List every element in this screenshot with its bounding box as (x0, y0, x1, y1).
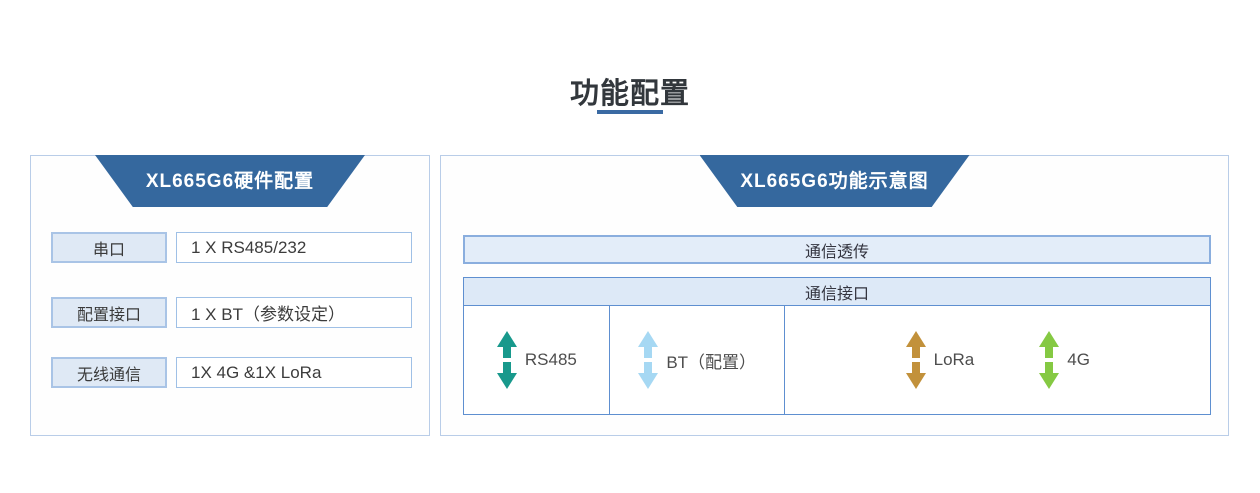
lora-group: LoRa (905, 331, 975, 389)
4g-group: 4G (1038, 331, 1090, 389)
4g-label: 4G (1067, 350, 1090, 369)
rs485-group: RS485 (496, 331, 577, 389)
interface-cell-wireless: LoRa 4G (784, 306, 1210, 414)
interface-table: 通信接口 RS485 (463, 277, 1211, 415)
hardware-row-wireless: 无线通信 1X 4G &1X LoRa (51, 357, 412, 388)
passthrough-bar: 通信透传 (463, 235, 1211, 264)
function-panel-title: XL665G6功能示意图 (740, 170, 929, 192)
lora-label: LoRa (933, 350, 975, 369)
bt-label: BT（配置） (666, 352, 757, 372)
double-vertical-arrow-icon (905, 331, 926, 389)
function-panel-header: XL665G6功能示意图 (699, 155, 970, 207)
double-vertical-arrow-icon (496, 331, 517, 389)
hardware-row-label: 串口 (51, 232, 167, 263)
hardware-row-label: 配置接口 (51, 297, 167, 328)
hardware-row-value: 1X 4G &1X LoRa (176, 357, 412, 388)
double-vertical-arrow-icon (1039, 331, 1060, 389)
hardware-config-panel: XL665G6硬件配置 串口 1 X RS485/232 配置接口 1 X BT… (30, 155, 430, 436)
hardware-row-value: 1 X BT（参数设定） (176, 297, 412, 328)
hardware-row-value: 1 X RS485/232 (176, 232, 412, 263)
hardware-panel-title: XL665G6硬件配置 (145, 170, 315, 192)
interface-cell-bt: BT（配置） (609, 306, 785, 414)
title-underline (597, 110, 663, 114)
interface-table-header: 通信接口 (464, 278, 1210, 306)
hardware-row-config-interface: 配置接口 1 X BT（参数设定） (51, 297, 412, 328)
function-diagram-panel: XL665G6功能示意图 通信透传 通信接口 RS485 (440, 155, 1229, 436)
interface-cell-rs485: RS485 (464, 306, 610, 414)
hardware-panel-header: XL665G6硬件配置 (95, 155, 365, 207)
double-vertical-arrow-icon (638, 331, 659, 389)
hardware-row-label: 无线通信 (51, 357, 167, 388)
bt-group: BT（配置） (637, 331, 756, 389)
hardware-row-serial: 串口 1 X RS485/232 (51, 232, 412, 263)
page-title: 功能配置 (569, 78, 690, 110)
interface-table-row: RS485 BT（配置） (464, 306, 1210, 414)
rs485-label: RS485 (524, 350, 577, 369)
